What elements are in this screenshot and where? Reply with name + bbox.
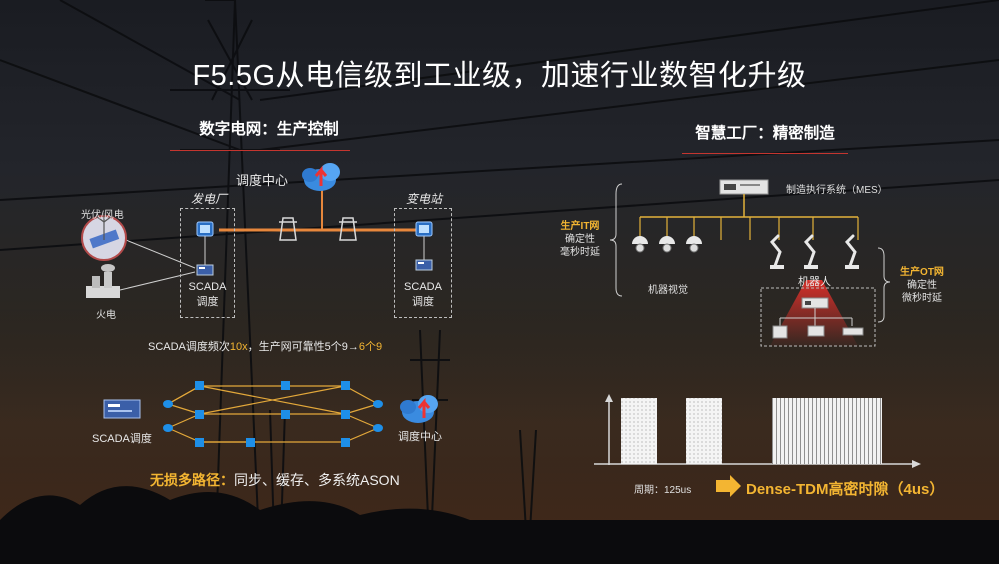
scada-a-label: SCADA 调度 xyxy=(180,281,235,309)
network-node-square xyxy=(195,381,350,447)
ot-net-label: 生产OT网 确定性 微秒时延 xyxy=(892,266,952,305)
it-net-lat: 毫秒时延 xyxy=(560,247,600,258)
scada-b-line2: 调度 xyxy=(412,296,434,308)
it-net-det: 确定性 xyxy=(565,234,595,245)
pylon-icon xyxy=(279,217,357,241)
robot-arm-icon xyxy=(769,234,857,268)
plc-icon xyxy=(772,325,864,339)
it-bracket xyxy=(609,183,623,297)
scada-server-icon xyxy=(103,399,141,419)
red-beam xyxy=(770,280,858,346)
scada-a-line2: 调度 xyxy=(196,296,219,308)
dispatch-center-label: 调度中心 xyxy=(236,173,289,188)
cloud-icon-top xyxy=(302,163,340,191)
substation-box xyxy=(394,208,452,318)
scada-a-line1: SCADA xyxy=(188,281,227,293)
arrow-right-icon xyxy=(716,475,741,497)
left-heading: 数字电网：生产控制 xyxy=(199,121,339,138)
power-plant-label: 发电厂 xyxy=(191,192,228,206)
scada-b-line1: SCADA xyxy=(404,281,442,293)
ot-bracket xyxy=(877,247,891,323)
ot-net-det: 确定性 xyxy=(907,280,937,291)
substation-label: 变电站 xyxy=(406,192,443,206)
dense-tdm-label: Dense-TDM高密时隙（4us） xyxy=(746,481,945,498)
tdm-dense-block xyxy=(772,398,882,464)
cloud-icon-bottom xyxy=(400,395,438,423)
tdm-chart xyxy=(594,394,921,468)
scada-b-label: SCADA 调度 xyxy=(394,281,452,309)
lossless-rest: 同步、缓存、多系统ASON xyxy=(234,472,400,488)
pv-wind-icon xyxy=(81,213,127,261)
stat-10x: 10x xyxy=(229,341,248,353)
thermal-plant-icon xyxy=(86,264,120,298)
thermal-label: 火电 xyxy=(96,310,116,321)
it-net-title: 生产IT网 xyxy=(560,221,600,232)
scada-stat-text: SCADA调度频次10x，生产网可靠性5个9→6个9 xyxy=(148,338,382,354)
stat-six-nines: 6个9 xyxy=(358,341,383,353)
machine-vision-label: 机器视觉 xyxy=(648,285,688,296)
ot-net-title: 生产OT网 xyxy=(900,267,944,278)
tdm-block-2 xyxy=(686,398,722,464)
camera-icon xyxy=(632,236,702,253)
scada-dispatch-label: SCADA调度 xyxy=(92,433,152,445)
robot-label: 机器人 xyxy=(798,276,831,288)
page-title: F5.5G从电信级到工业级，加速行业数智化升级 xyxy=(192,60,807,92)
it-net-label: 生产IT网 确定性 毫秒时延 xyxy=(552,220,608,259)
mes-server-icon xyxy=(719,179,769,195)
power-plant-box xyxy=(180,208,235,318)
ot-dashed-box xyxy=(760,287,876,347)
ot-net-lat: 微秒时延 xyxy=(902,293,942,304)
tree-line xyxy=(0,486,999,564)
mes-label: 制造执行系统（MES） xyxy=(786,185,888,196)
right-heading: 智慧工厂：精密制造 xyxy=(695,125,835,142)
lossless-multipath-text: 无损多路径：同步、缓存、多系统ASON xyxy=(150,470,400,490)
pv-wind-label: 光伏/风电 xyxy=(81,210,124,221)
lossless-bold: 无损多路径： xyxy=(150,472,234,488)
right-heading-underline xyxy=(682,153,848,154)
left-heading-underline xyxy=(170,150,350,151)
stat-prefix: SCADA调度频次 xyxy=(148,341,230,353)
tdm-block-1 xyxy=(621,398,657,464)
stat-mid: ，生产网可靠性5个9→ xyxy=(247,341,359,353)
period-label: 周期：125us xyxy=(634,485,692,496)
dispatch-center-label-bottom: 调度中心 xyxy=(398,431,442,443)
network-node-ellipse xyxy=(163,400,383,432)
ot-switch-icon xyxy=(801,297,829,309)
